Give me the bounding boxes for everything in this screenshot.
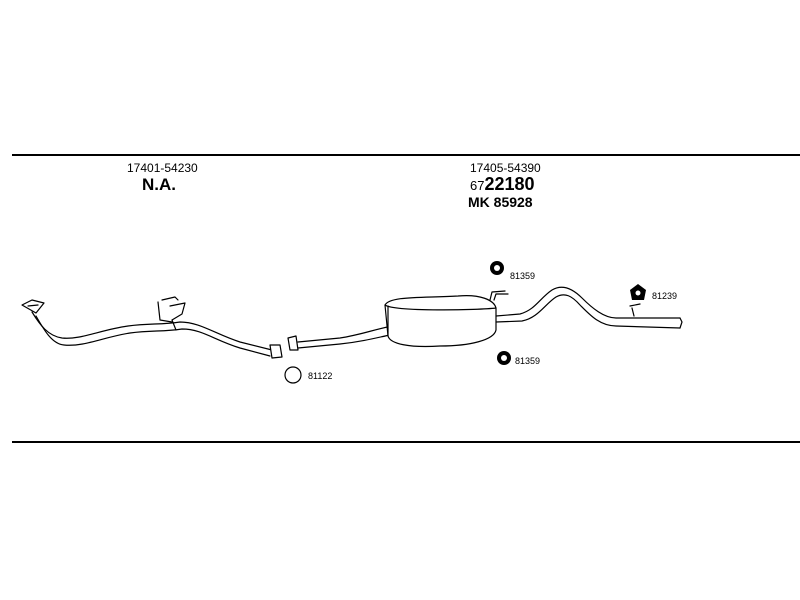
rubber-mount-rear	[630, 284, 646, 300]
tail-pipe	[495, 286, 683, 329]
callout-mount-rear: 81239	[652, 291, 678, 301]
right-code-prefix: 67	[470, 178, 485, 193]
right-code: 6722180	[470, 174, 535, 195]
callout-hanger-bottom: 81359	[515, 356, 541, 366]
left-status-label: N.A.	[142, 175, 176, 194]
intermediate-pipe	[287, 324, 405, 351]
rubber-hanger-top	[490, 261, 504, 275]
right-code-main: 22180	[484, 174, 535, 194]
front-pipe	[21, 296, 283, 359]
gasket-ring	[284, 366, 302, 384]
mk-code: MK 85928	[468, 194, 533, 210]
rubber-hanger-bottom	[497, 351, 511, 365]
top-divider-line	[12, 154, 800, 156]
left-part-number: 17401-54230	[127, 161, 198, 175]
callout-gasket: 81122	[308, 371, 333, 381]
bottom-divider-line	[12, 441, 800, 443]
middle-muffler	[384, 290, 509, 348]
callout-hanger-top: 81359	[510, 271, 536, 281]
right-part-number: 17405-54390	[470, 161, 541, 175]
